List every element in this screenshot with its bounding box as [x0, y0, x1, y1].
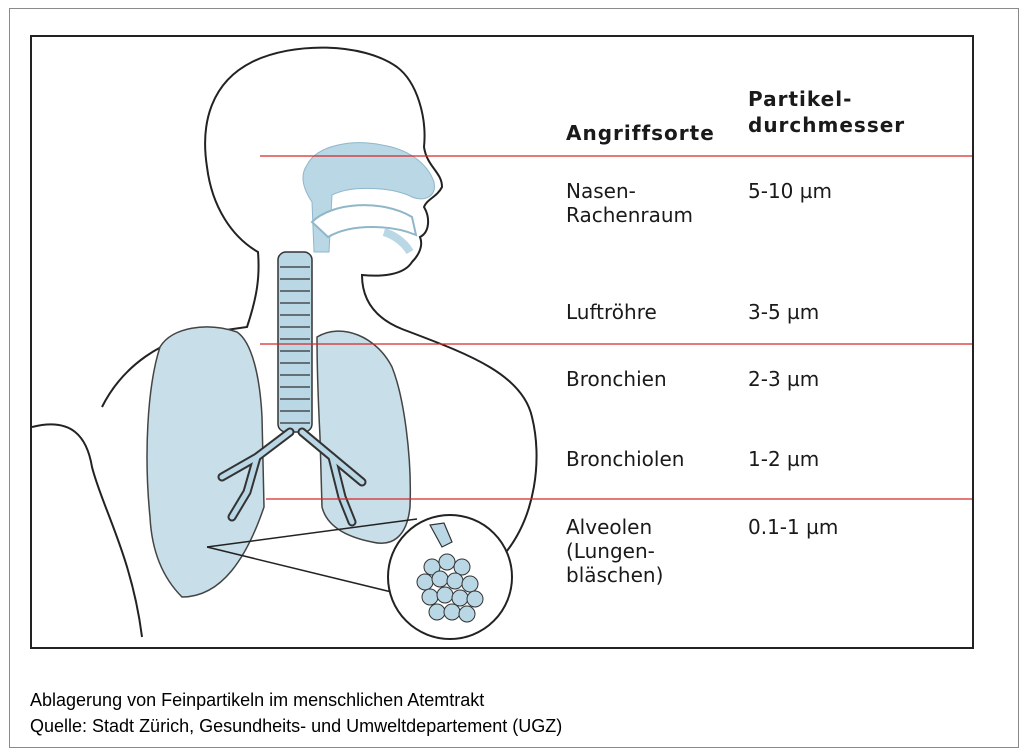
left-lung	[317, 331, 410, 543]
row-diameter-alveoli: 0.1-1 µm	[748, 515, 838, 539]
nasal-cavity	[303, 143, 435, 252]
row-diameter-bronchioles: 1-2 µm	[748, 447, 819, 471]
caption-source: Quelle: Stadt Zürich, Gesundheits- und U…	[30, 716, 562, 737]
header-diameter: Partikel- durchmesser	[748, 86, 905, 138]
respiratory-figure: Angriffsorte Partikel- durchmesser Nasen…	[30, 35, 974, 649]
caption-title: Ablagerung von Feinpartikeln im menschli…	[30, 690, 484, 711]
row-site-alveoli: Alveolen (Lungen- bläschen)	[566, 515, 663, 587]
row-site-bronchi: Bronchien	[566, 367, 667, 391]
header-site: Angriffsorte	[566, 120, 715, 146]
row-diameter-trachea: 3-5 µm	[748, 300, 819, 324]
row-site-trachea: Luftröhre	[566, 300, 657, 324]
row-diameter-bronchi: 2-3 µm	[748, 367, 819, 391]
row-site-nasopharynx: Nasen- Rachenraum	[566, 179, 693, 227]
row-site-bronchioles: Bronchiolen	[566, 447, 684, 471]
row-diameter-nasopharynx: 5-10 µm	[748, 179, 832, 203]
